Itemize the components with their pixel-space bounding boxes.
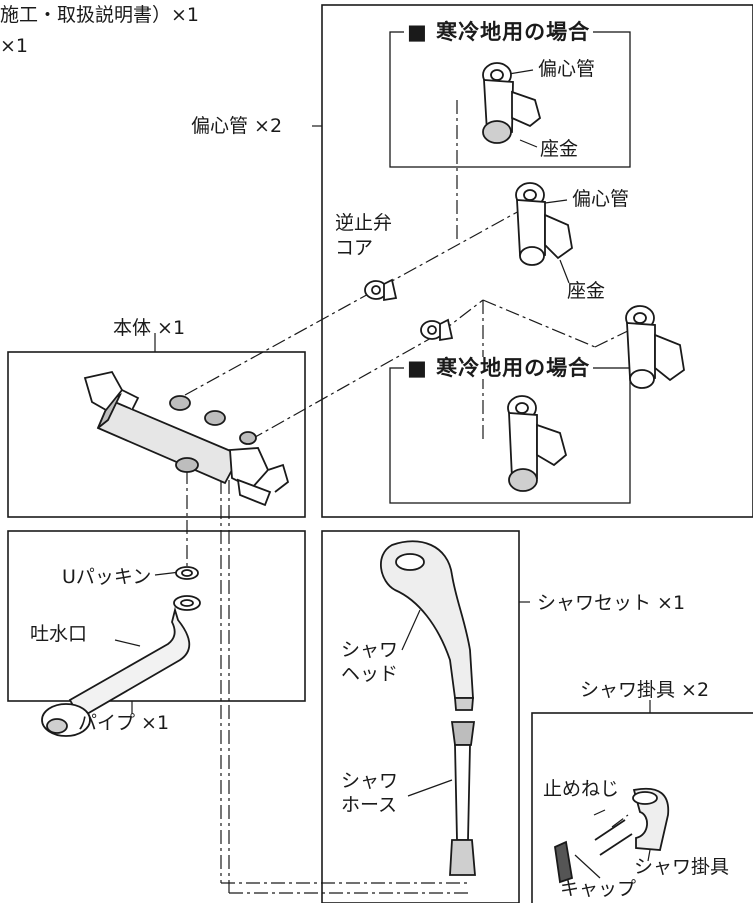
washer-label-top: 座金 <box>540 138 579 160</box>
shower-hose-label-line2: ホース <box>341 794 398 816</box>
shower-frame <box>321 530 520 903</box>
check-valve-label-line1: 逆止弁 <box>335 212 393 234</box>
shower-hose-label-line1: シャワ <box>341 770 399 792</box>
coldzone-heading-top: ■ 寒冷地用の場合 <box>404 21 594 43</box>
cap-label: キャップ <box>560 878 637 900</box>
shower-set-label: シャワセット ×1 <box>537 592 686 614</box>
body-frame <box>7 351 306 518</box>
screw-label: 止めねじ <box>543 778 620 800</box>
body-label: 本体 ×1 <box>113 317 186 339</box>
header-line-1: 施工・取扱説明書）×1 <box>0 4 200 26</box>
washer-label-middle: 座金 <box>567 280 606 302</box>
eccentric-pipe-group-label: 偏心管 ×2 <box>188 115 286 137</box>
pipe-frame <box>7 530 306 702</box>
shower-holder-group-label: シャワ掛具 ×2 <box>580 679 710 701</box>
spout-label: 吐水口 <box>30 623 88 645</box>
header-line-2: ×1 <box>0 35 29 57</box>
holder-frame <box>531 712 753 903</box>
shower-head-label-line2: ヘッド <box>341 663 399 685</box>
eccentric-pipe-label-middle: 偏心管 <box>572 188 630 210</box>
u-packing-label: Uパッキン <box>62 566 152 588</box>
coldzone-heading-bottom: ■ 寒冷地用の場合 <box>404 357 594 379</box>
shower-head-label-line1: シャワ <box>341 639 399 661</box>
pipe-label: パイプ ×1 <box>78 712 170 734</box>
eccentric-pipe-label-top: 偏心管 <box>538 58 596 80</box>
fittings-frame <box>321 4 753 518</box>
shower-holder-label: シャワ掛具 <box>634 856 730 878</box>
check-valve-label-line2: コア <box>335 237 374 259</box>
